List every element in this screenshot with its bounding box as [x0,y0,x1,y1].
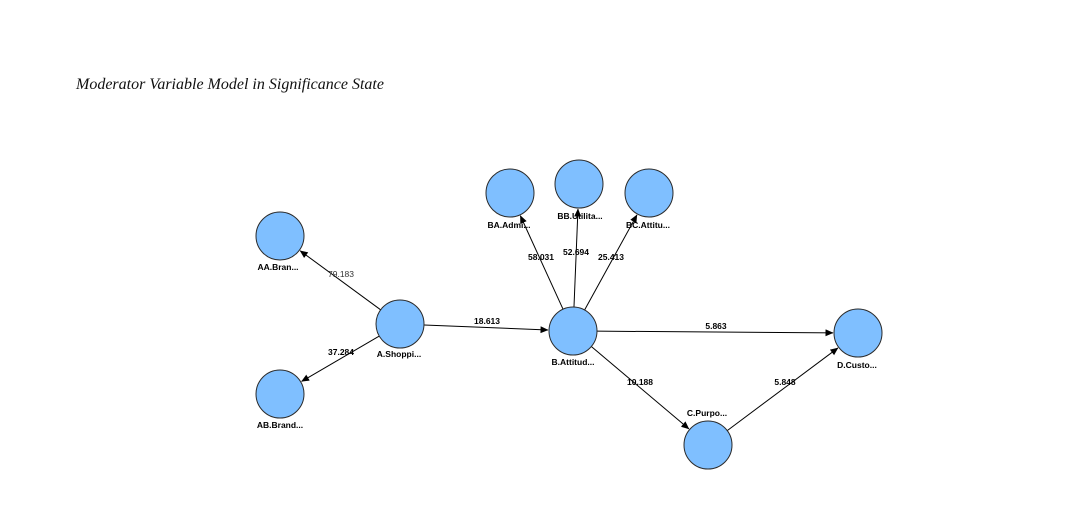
node-bb: BB.Utilita... [554,159,604,221]
edge-b-to-ba [519,215,564,310]
edge-b-to-bb [573,208,582,308]
edge-label-c-to-d: 5.848 [774,377,796,387]
node-b: B.Attitud... [548,306,598,367]
node-circle-c [683,420,733,470]
edge-c-to-d [726,347,839,432]
edge-label-a-to-aa: 79.183 [328,269,354,279]
node-d: D.Custo... [833,308,883,370]
node-circle-bb [554,159,604,209]
node-ba: BA.Admi... [485,168,535,230]
node-label-aa: AA.Bran... [257,262,298,272]
node-a: A.Shoppi... [375,299,425,359]
edge-label-b-to-ba: 58.031 [528,252,554,262]
node-circle-b [548,306,598,356]
node-circle-bc [624,168,674,218]
node-circle-aa [255,211,305,261]
node-aa: AA.Bran... [255,211,305,272]
edge-b-to-bc [584,214,638,311]
node-label-bc: BC.Attitu... [626,220,670,230]
node-label-bb: BB.Utilita... [557,211,602,221]
node-circle-ab [255,369,305,419]
node-circle-d [833,308,883,358]
edge-b-to-c [591,346,690,430]
node-label-d: D.Custo... [837,360,877,370]
edge-label-a-to-b: 18.613 [474,316,500,326]
edge-label-a-to-ab: 37.284 [328,347,354,357]
node-label-ba: BA.Admi... [488,220,531,230]
node-c: C.Purpo... [683,408,733,470]
node-circle-ba [485,168,535,218]
node-circle-a [375,299,425,349]
node-label-b: B.Attitud... [552,357,595,367]
edge-label-b-to-d: 5.863 [705,321,727,331]
node-label-ab: AB.Brand... [257,420,303,430]
edge-a-to-aa [299,250,381,311]
node-label-c: C.Purpo... [687,408,727,418]
edge-a-to-b [423,324,549,334]
edge-label-b-to-bb: 52.694 [563,247,589,257]
edge-label-b-to-c: 10.188 [627,377,653,387]
edge-a-to-ab [301,335,380,382]
node-label-a: A.Shoppi... [377,349,421,359]
edge-label-b-to-bc: 25.413 [598,252,624,262]
edge-b-to-d [596,329,834,337]
node-ab: AB.Brand... [255,369,305,430]
node-bc: BC.Attitu... [624,168,674,230]
diagram-title: Moderator Variable Model in Significance… [76,76,384,93]
